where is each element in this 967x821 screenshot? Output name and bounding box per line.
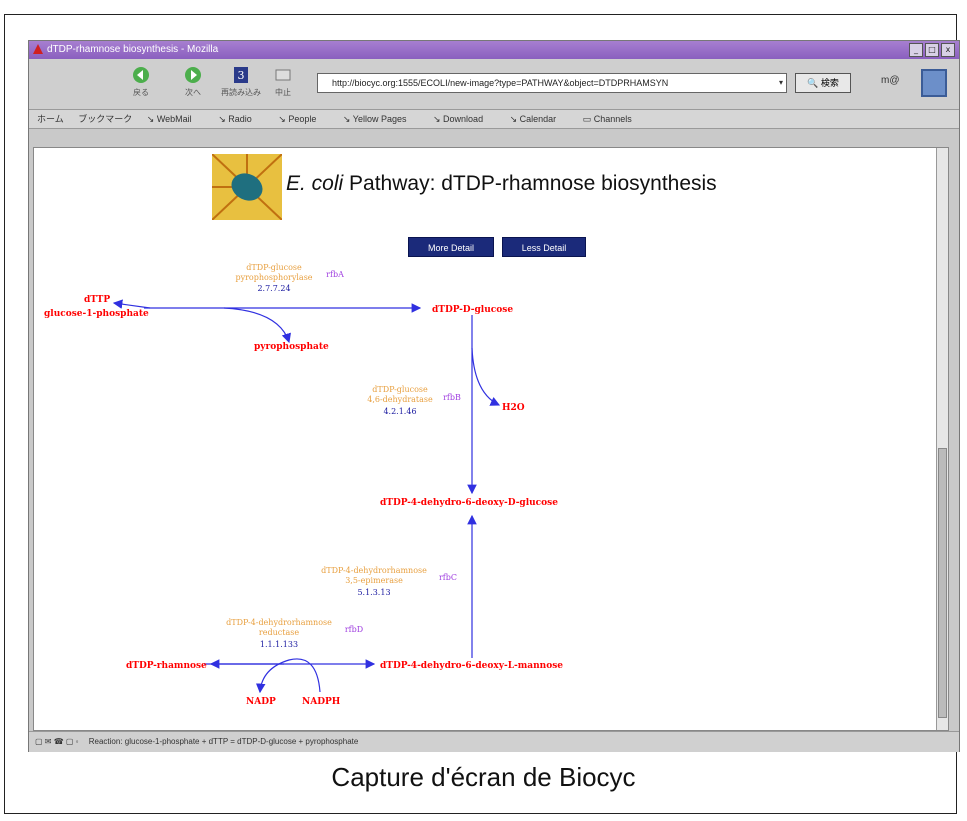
title-rest: Pathway: dTDP-rhamnose biosynthesis [343,172,717,195]
reaction-arrow-dttp [112,299,151,309]
less-detail-button[interactable]: Less Detail [502,237,586,257]
metabolite-dtdp-glucose[interactable]: dTDP-D-glucose [432,305,513,315]
metabolite-dehydro-mannose[interactable]: dTDP-4-dehydro-6-deoxy-L-mannose [380,661,563,671]
forward-label: 次へ [185,88,201,97]
bookmark-webmail[interactable]: ↘ WebMail [146,114,192,124]
enzyme-4-name-line1[interactable]: dTDP-4-dehydrorhamnose [226,618,332,627]
stop-label: 中止 [275,88,291,97]
bookmark-yellow-pages-label: Yellow Pages [352,114,407,124]
enzyme-4-gene[interactable]: rfbD [345,625,363,634]
minimize-button[interactable]: _ [909,43,923,57]
window-title: dTDP-rhamnose biosynthesis - Mozilla [47,44,219,55]
metabolite-dtdp-rhamnose[interactable]: dTDP-rhamnose [126,661,207,671]
status-bar: ▢ ✉ ☎ ▢ ◦ Reaction: glucose-1-phosphate … [29,731,959,752]
mozilla-logo: m@ [881,75,900,86]
close-button[interactable]: x [941,43,955,57]
enzyme-4-ec[interactable]: 1.1.1.133 [260,640,298,649]
ecoli-logo-icon [212,154,282,220]
personal-toolbar: ホーム ブックマーク ↘ WebMail ↘ Radio ↘ People ↘ … [29,110,959,129]
throbber-icon [921,69,947,97]
stop-button[interactable]: 中止 [261,61,305,105]
enzyme-3-name-line1[interactable]: dTDP-4-dehydrorhamnose [321,566,427,575]
mozilla-icon [33,44,43,54]
metabolite-pyrophosphate[interactable]: pyrophosphate [254,342,329,352]
more-detail-button[interactable]: More Detail [408,237,494,257]
enzyme-1-name-line1[interactable]: dTDP-glucose [246,263,302,272]
bookmark-calendar[interactable]: ↘ Calendar [509,114,557,124]
back-button[interactable]: 戻る [119,61,163,105]
pathway-diagram: dTTP glucose-1-phosphate pyrophosphate d… [44,263,563,707]
bookmark-bookmarks[interactable]: ブックマーク [78,114,133,124]
page-title: E. coli Pathway: dTDP-rhamnose biosynthe… [286,172,717,196]
forward-arrow-icon [185,67,201,83]
metabolite-dttp[interactable]: dTTP [84,295,110,305]
h2o-side-arrow [471,347,501,406]
enzyme-3-ec[interactable]: 5.1.3.13 [357,588,390,597]
figure-caption: Capture d'écran de Biocyc [331,762,636,792]
bookmark-download[interactable]: ↘ Download [433,114,484,124]
bookmark-radio-label: Radio [228,114,252,124]
bookmark-channels[interactable]: ▭ Channels [582,114,632,124]
search-label: 検索 [820,78,839,88]
reload-icon: 3 [234,67,248,83]
search-button[interactable]: 🔍 検索 [795,73,851,93]
enzyme-1-gene[interactable]: rfbA [326,270,344,279]
bookmark-download-label: Download [443,114,484,124]
navigation-toolbar: 戻る 次へ 3 再読み込み 中止 http://biocyc.org:1555/… [29,59,959,110]
enzyme-1-ec[interactable]: 2.7.7.24 [257,284,290,293]
svg-text:3: 3 [238,69,245,82]
title-species: E. coli [286,172,344,195]
enzyme-1-name-line2[interactable]: pyrophosphorylase [235,273,312,282]
back-label: 戻る [133,88,149,97]
enzyme-2-name-line1[interactable]: dTDP-glucose [372,385,428,394]
vertical-scrollbar[interactable] [936,148,948,730]
metabolite-nadph[interactable]: NADPH [302,697,341,707]
nadph-side-arrow [255,658,321,694]
enzyme-3-name-line2[interactable]: 3,5-epimerase [345,576,403,585]
reload-label: 再読み込み [221,88,261,97]
metabolite-h2o[interactable]: H2O [502,403,525,413]
bookmark-webmail-label: WebMail [156,114,192,124]
maximize-button[interactable]: □ [925,43,939,57]
reload-button[interactable]: 3 再読み込み [219,61,263,105]
back-arrow-icon [133,67,149,83]
metabolite-dehydro-glucose[interactable]: dTDP-4-dehydro-6-deoxy-D-glucose [380,498,558,508]
search-icon: 🔍 [807,78,819,88]
bookmark-calendar-label: Calendar [519,114,557,124]
enzyme-2-name-line2[interactable]: 4,6-dehydratase [367,395,433,404]
metabolite-nadp[interactable]: NADP [246,697,276,707]
bookmark-channels-label: Channels [593,114,632,124]
forward-button[interactable]: 次へ [171,61,215,105]
enzyme-3-gene[interactable]: rfbC [439,573,457,582]
url-dropdown-icon[interactable]: ▾ [778,78,783,87]
browser-window: dTDP-rhamnose biosynthesis - Mozilla _ □… [28,40,960,752]
enzyme-4-name-line2[interactable]: reductase [259,628,299,637]
stop-icon [275,69,291,81]
url-input[interactable]: http://biocyc.org:1555/ECOLI/new-image?t… [317,73,787,93]
status-icons: ▢ ✉ ☎ ▢ ◦ [35,737,79,746]
bookmark-people-label: People [288,114,317,124]
scrollbar-thumb[interactable] [938,448,947,718]
metabolite-glucose-1-phosphate[interactable]: glucose-1-phosphate [44,309,149,319]
bookmark-home[interactable]: ホーム [37,114,64,124]
pyrophosphate-side-arrow [223,307,291,344]
bookmark-people[interactable]: ↘ People [278,114,317,124]
page-content: E. coli Pathway: dTDP-rhamnose biosynthe… [33,147,949,731]
status-text: Reaction: glucose-1-phosphate + dTTP = d… [88,737,359,746]
enzyme-2-ec[interactable]: 4.2.1.46 [383,407,416,416]
title-bar: dTDP-rhamnose biosynthesis - Mozilla _ □… [29,41,959,59]
enzyme-2-gene[interactable]: rfbB [443,393,461,402]
bookmark-radio[interactable]: ↘ Radio [218,114,252,124]
bookmark-yellow-pages[interactable]: ↘ Yellow Pages [342,114,407,124]
